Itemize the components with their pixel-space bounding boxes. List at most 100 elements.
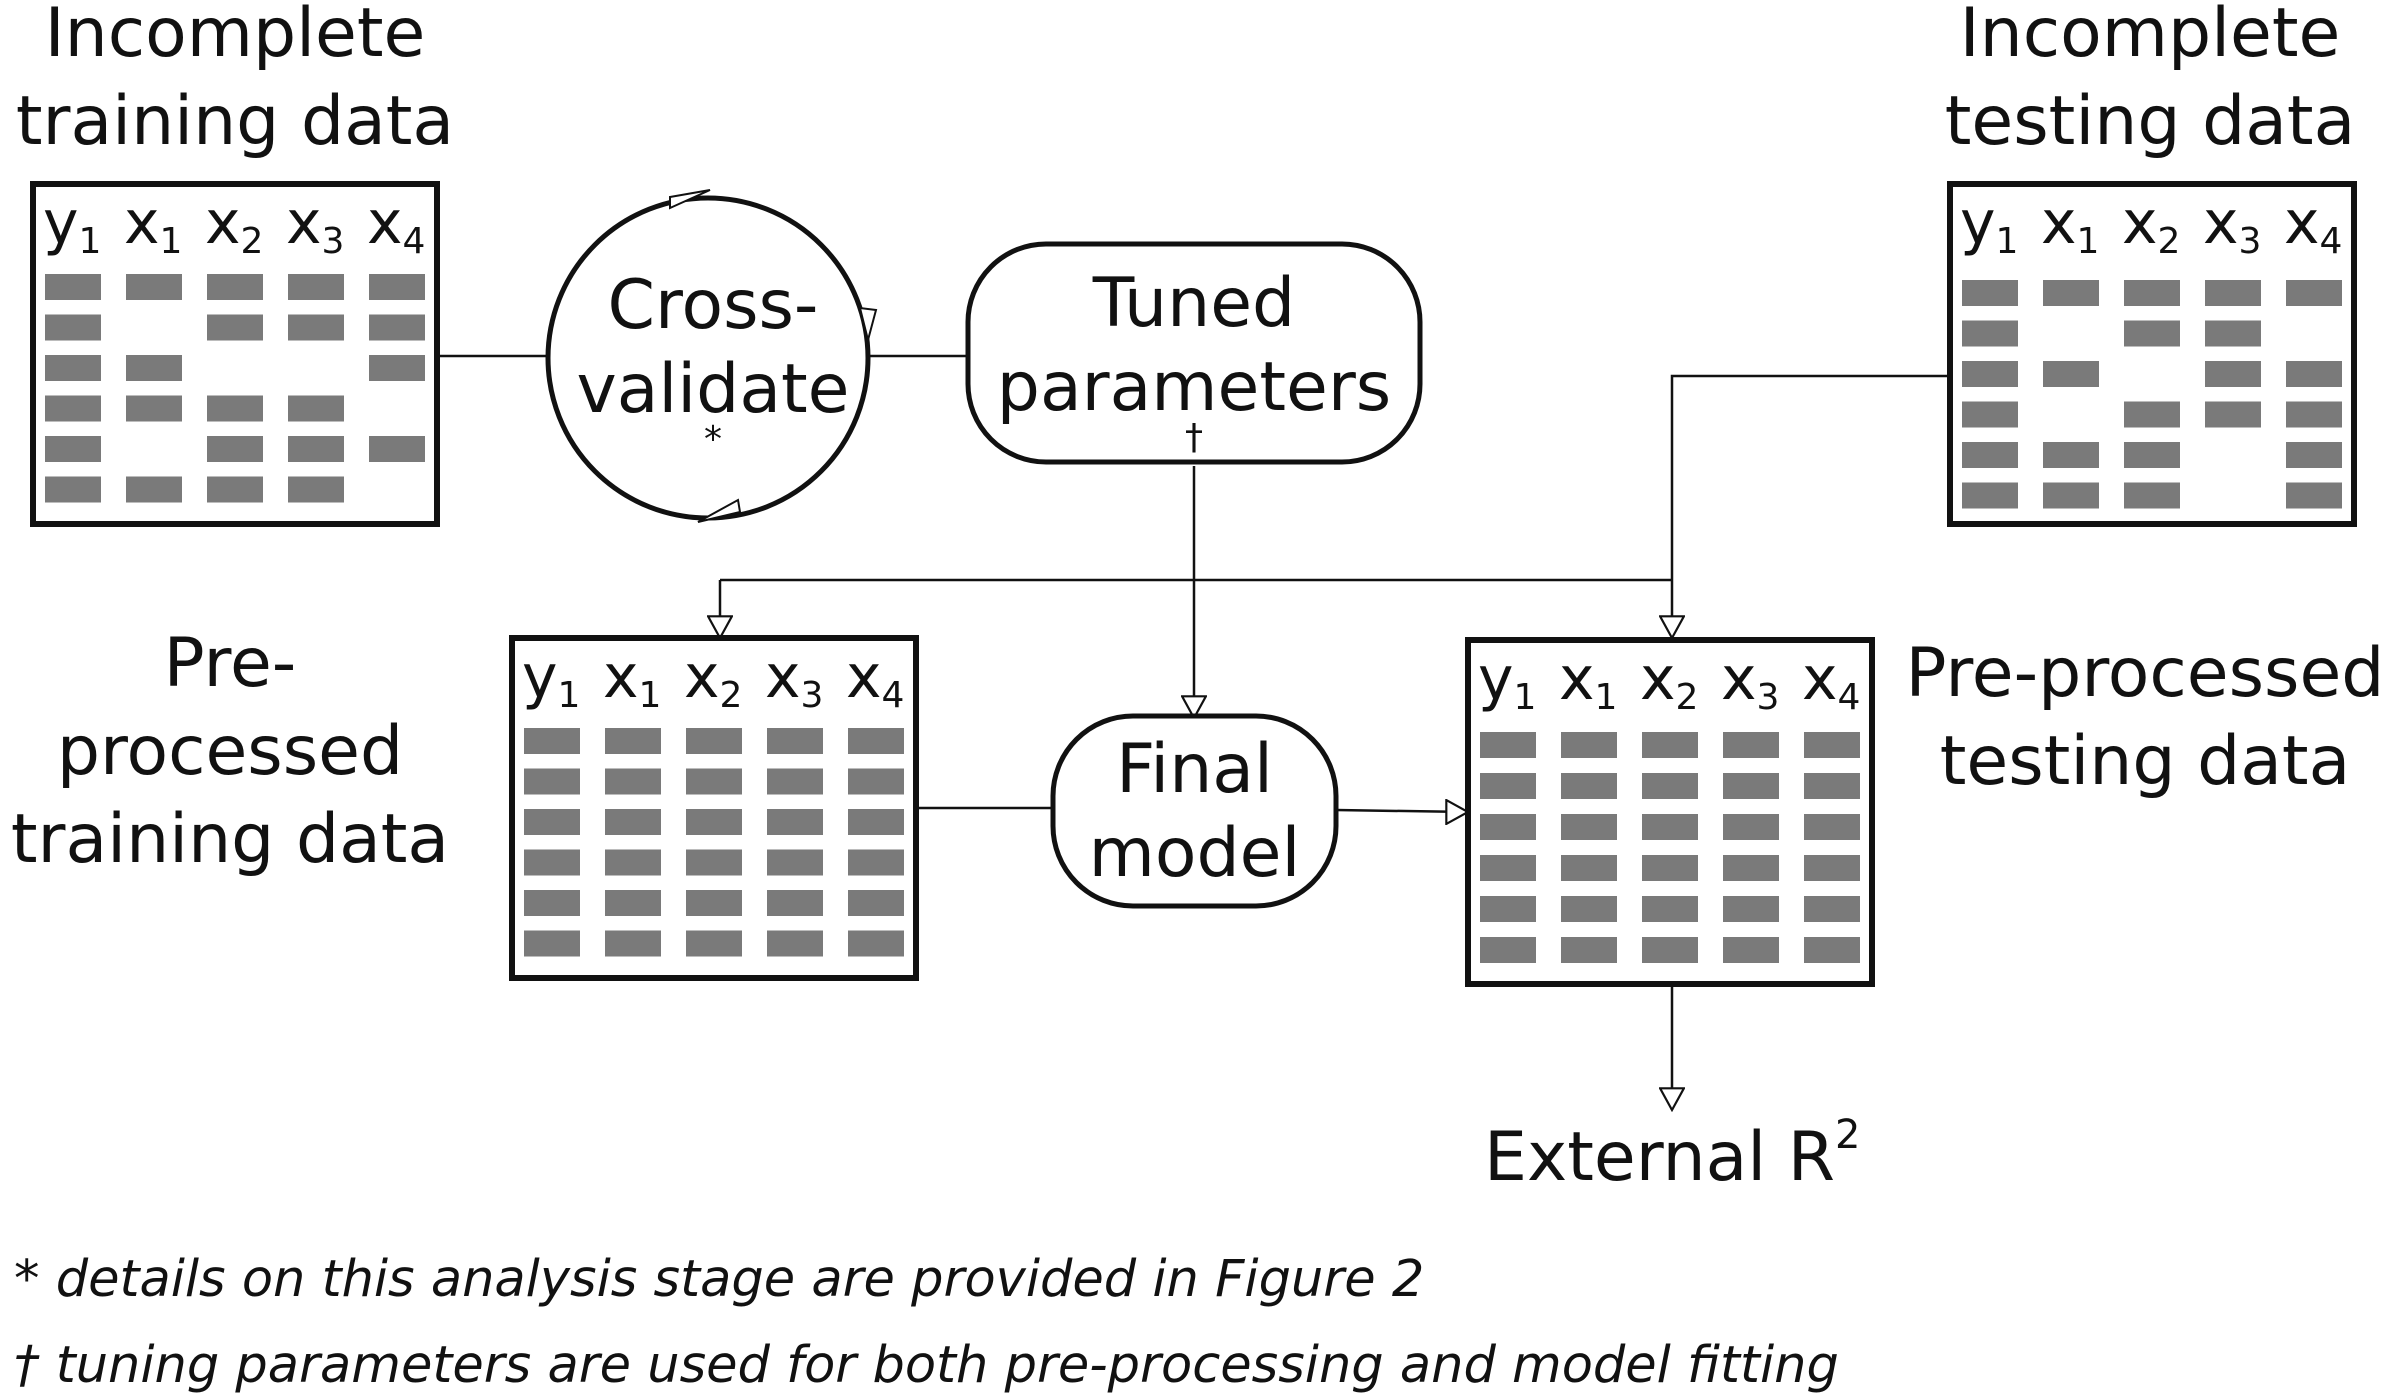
data-cell	[605, 728, 661, 754]
data-cell	[2286, 280, 2342, 306]
data-cell	[207, 476, 263, 503]
data-cell	[288, 274, 344, 300]
data-cell	[524, 728, 580, 754]
data-cell	[686, 768, 742, 795]
cross-validate-label: Cross- validate*	[576, 266, 850, 460]
data-cell	[605, 890, 661, 916]
data-cell	[2043, 482, 2099, 509]
data-cell	[1480, 937, 1536, 963]
data-cell	[45, 395, 101, 422]
tuned-parameters-node	[965, 241, 1423, 465]
column-header-x3: x3	[1721, 644, 1780, 718]
data-cell	[605, 768, 661, 795]
data-cell	[45, 436, 101, 462]
data-cell	[45, 476, 101, 503]
data-cell	[686, 930, 742, 957]
data-cell	[767, 930, 823, 957]
column-header-x3: x3	[765, 642, 824, 716]
data-cell	[686, 728, 742, 754]
data-cell	[1642, 773, 1698, 799]
data-cell	[2124, 401, 2180, 428]
data-cell	[1723, 937, 1779, 963]
data-cell	[1480, 732, 1536, 758]
data-cell	[126, 355, 182, 381]
data-cell	[2286, 442, 2342, 468]
footnote-cross-validate: * details on this analysis stage are pro…	[14, 1250, 1425, 1309]
data-cell	[1804, 773, 1860, 799]
data-cell	[767, 768, 823, 795]
data-cell	[2043, 442, 2099, 468]
data-cell	[288, 395, 344, 422]
data-cell	[767, 849, 823, 876]
data-cell	[848, 930, 904, 957]
data-cell	[848, 849, 904, 876]
data-cell	[1804, 855, 1860, 881]
data-cell	[207, 436, 263, 462]
column-header-x1: x1	[124, 188, 183, 262]
data-cell	[767, 728, 823, 754]
data-cell	[1642, 896, 1698, 922]
data-cell	[1642, 855, 1698, 881]
column-header-y1: y1	[1478, 644, 1537, 718]
data-cell	[2124, 280, 2180, 306]
footnote-tuning: † tuning parameters are used for both pr…	[14, 1336, 1839, 1395]
data-cell	[45, 355, 101, 381]
data-cell	[288, 476, 344, 503]
data-cell	[1642, 937, 1698, 963]
data-cell	[1561, 937, 1617, 963]
data-cell	[2205, 280, 2261, 306]
data-cell	[524, 849, 580, 876]
column-header-x4: x4	[2284, 188, 2343, 262]
connector-testing-to-pp-testing	[1672, 374, 1950, 638]
column-header-x2: x2	[205, 188, 264, 262]
column-header-x4: x4	[1802, 644, 1861, 718]
data-cell	[126, 395, 182, 422]
preprocessed-training-table	[509, 635, 919, 981]
data-cell	[1804, 937, 1860, 963]
column-header-x3: x3	[286, 188, 345, 262]
data-cell	[2205, 320, 2261, 347]
data-cell	[605, 809, 661, 835]
data-cell	[848, 768, 904, 795]
data-cell	[1480, 855, 1536, 881]
data-cell	[1723, 896, 1779, 922]
cycle-arrow-bottom	[697, 498, 742, 523]
external-r2-label: External R2	[1484, 1112, 1861, 1197]
data-cell	[1962, 361, 2018, 387]
data-cell	[1561, 773, 1617, 799]
data-cell	[1962, 280, 2018, 306]
incomplete-training-table	[30, 181, 440, 527]
cycle-arrow-right	[858, 306, 878, 344]
column-header-x1: x1	[1559, 644, 1618, 718]
data-cell	[686, 890, 742, 916]
data-cell	[1561, 732, 1617, 758]
data-cell	[2286, 482, 2342, 509]
incomplete-testing-label: Incomplete testing data	[1944, 0, 2356, 161]
incomplete-training-label: Incomplete training data	[15, 0, 455, 161]
data-cell	[1480, 814, 1536, 840]
data-cell	[207, 314, 263, 341]
data-cell	[1723, 814, 1779, 840]
column-header-x4: x4	[846, 642, 905, 716]
data-cell	[686, 809, 742, 835]
connectors	[437, 354, 1950, 1110]
data-cell	[1480, 896, 1536, 922]
column-header-x2: x2	[684, 642, 743, 716]
data-cell	[126, 476, 182, 503]
preprocessed-training-label: Pre-processed training data	[10, 624, 450, 879]
data-cell	[369, 355, 425, 381]
data-cell	[1480, 773, 1536, 799]
preprocessed-testing-label: Pre-processed testing data	[1905, 634, 2383, 801]
data-cell	[605, 849, 661, 876]
data-cell	[2124, 482, 2180, 509]
data-cell	[1723, 732, 1779, 758]
data-cell	[2286, 401, 2342, 428]
data-cell	[2043, 361, 2099, 387]
data-cell	[1962, 442, 2018, 468]
data-cell	[524, 930, 580, 957]
data-cell	[2205, 401, 2261, 428]
column-header-x1: x1	[2041, 188, 2100, 262]
data-cell	[524, 890, 580, 916]
data-cell	[767, 809, 823, 835]
